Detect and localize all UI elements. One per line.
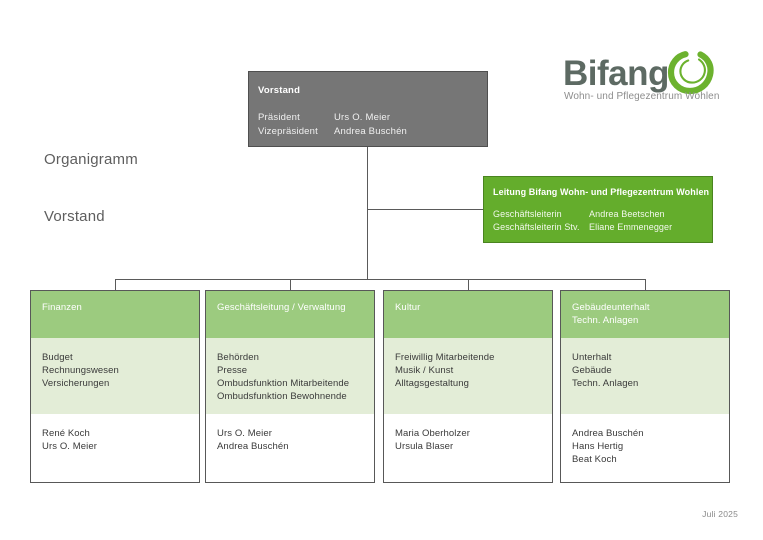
leitung-box: Leitung Bifang Wohn- und Pflegezentrum W… bbox=[483, 176, 713, 243]
vorstand-heading: Vorstand bbox=[258, 85, 301, 96]
dept-header: Geschäftsleitung / Verwaltung bbox=[206, 291, 374, 338]
bifang-logo: Bifang Wohn- und Pflegezentrum Wohlen bbox=[556, 50, 756, 108]
leitung-person: Eliane Emmenegger bbox=[589, 222, 673, 232]
dept-footer-item: Maria Oberholzer bbox=[395, 428, 470, 439]
dept-header-item: Geschäftsleitung / Verwaltung bbox=[217, 302, 346, 313]
page-title-line-1: Organigramm bbox=[44, 151, 138, 168]
vorstand-row: Präsident Urs O. Meier bbox=[258, 112, 482, 123]
connector-to-leitung bbox=[367, 209, 484, 210]
leitung-row: Geschäftsleiterin Andrea Beetschen bbox=[493, 209, 665, 219]
dept-body-item: Freiwillig Mitarbeitende bbox=[395, 352, 495, 363]
dept-header-item: Techn. Anlagen bbox=[572, 314, 639, 326]
dept-header-item: Finanzen bbox=[42, 302, 82, 313]
dept-footer-item: Urs O. Meier bbox=[42, 441, 98, 452]
leitung-person: Andrea Beetschen bbox=[589, 209, 665, 219]
bifang-swoosh-icon bbox=[666, 50, 714, 96]
dept-body-item: Rechnungswesen bbox=[42, 365, 119, 376]
connector-drop-geschaeftsleitung bbox=[290, 279, 291, 290]
dept-footer-item: Urs O. Meier bbox=[217, 428, 273, 439]
dept-body-item: Versicherungen bbox=[42, 378, 110, 389]
dept-footer-item: Andrea Buschén bbox=[217, 441, 289, 452]
dept-footer-item: Beat Koch bbox=[572, 454, 617, 465]
footer-date: Juli 2025 bbox=[702, 509, 738, 519]
dept-footer-item: René Koch bbox=[42, 428, 90, 439]
leitung-heading: Leitung Bifang Wohn- und Pflegezentrum W… bbox=[493, 187, 710, 197]
dept-body-item: Techn. Anlagen bbox=[572, 378, 639, 389]
dept-body-item: Budget bbox=[42, 352, 73, 363]
vorstand-role: Präsident bbox=[258, 112, 300, 123]
vorstand-role: Vizepräsident bbox=[258, 126, 318, 137]
dept-header-item: Kultur bbox=[395, 302, 421, 313]
leitung-row: Geschäftsleiterin Stv. Eliane Emmenegger bbox=[493, 222, 672, 232]
page-title: Organigramm Vorstand bbox=[44, 112, 138, 264]
leitung-role: Geschäftsleiterin Stv. bbox=[493, 222, 580, 232]
logo-tagline: Wohn- und Pflegezentrum Wohlen bbox=[564, 91, 720, 102]
vorstand-row: Vizepräsident Andrea Buschén bbox=[258, 126, 482, 137]
dept-body-item: Musik / Kunst bbox=[395, 365, 454, 376]
connector-distribution-bar bbox=[115, 279, 645, 280]
vorstand-person: Urs O. Meier bbox=[334, 112, 391, 123]
leitung-role: Geschäftsleiterin bbox=[493, 209, 562, 219]
dept-body-item: Gebäude bbox=[572, 365, 612, 376]
dept-body-item: Ombudsfunktion Bewohnende bbox=[217, 391, 347, 402]
connector-vorstand-trunk bbox=[367, 147, 368, 279]
dept-body-item: Ombudsfunktion Mitarbeitende bbox=[217, 378, 350, 389]
logo-wordmark: Bifang bbox=[563, 54, 669, 93]
connector-drop-kultur bbox=[468, 279, 469, 290]
vorstand-box: Vorstand Präsident Urs O. Meier Vizepräsi… bbox=[248, 71, 488, 147]
vorstand-person: Andrea Buschén bbox=[334, 126, 408, 137]
dept-footer-item: Ursula Blaser bbox=[395, 441, 454, 452]
connector-drop-finanzen bbox=[115, 279, 116, 290]
dept-body-item: Presse bbox=[217, 365, 248, 376]
dept-footer-item: Andrea Buschén bbox=[572, 428, 644, 439]
dept-body-item: Unterhalt bbox=[572, 352, 612, 363]
dept-header: Kultur bbox=[384, 291, 552, 338]
dept-header-item: Gebäudeunterhalt bbox=[572, 302, 650, 313]
dept-body-item: Alltagsgestaltung bbox=[395, 378, 470, 389]
dept-header: Finanzen bbox=[31, 291, 199, 338]
connector-drop-gebaeudeunterhalt bbox=[645, 279, 646, 290]
dept-footer-item: Hans Hertig bbox=[572, 441, 624, 452]
page-title-line-2: Vorstand bbox=[44, 208, 105, 225]
dept-body-item: Behörden bbox=[217, 352, 260, 363]
